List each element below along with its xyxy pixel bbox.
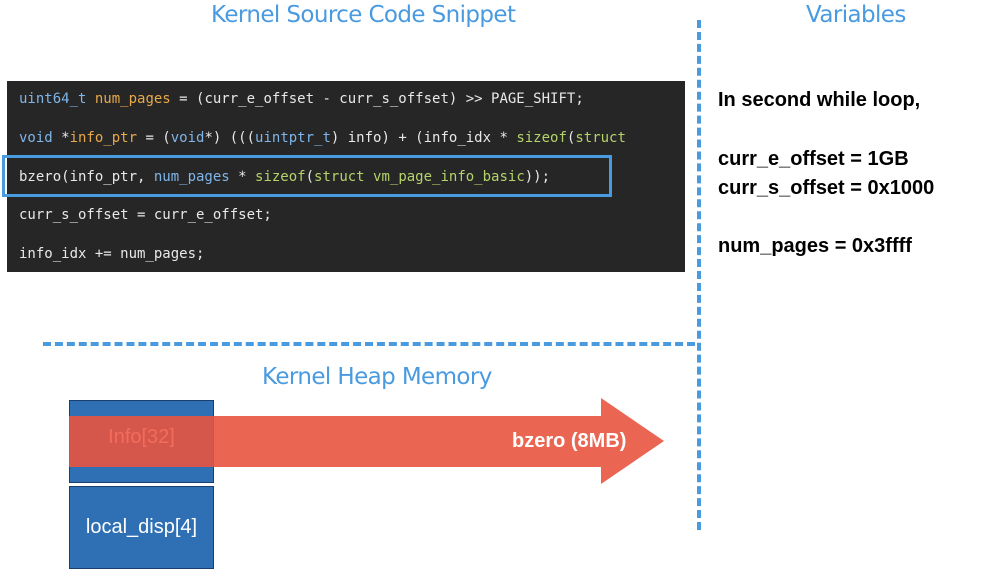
code-token: num_pages	[153, 169, 230, 185]
code-token: sizeof	[255, 169, 306, 185]
code-token: struct	[575, 130, 626, 146]
variable-curr-s-offset: curr_s_offset = 0x1000	[718, 177, 935, 199]
code-line: void *info_ptr = (void*) (((uintptr_t) i…	[19, 129, 626, 147]
code-token: sizeof	[516, 130, 567, 146]
code-token: *	[52, 130, 70, 146]
local-disp-memory-block: local_disp[4]	[69, 486, 214, 569]
code-token: (	[566, 130, 576, 146]
vertical-divider	[697, 20, 701, 530]
code-section-title: Kernel Source Code Snippet	[211, 2, 516, 28]
code-line: info_idx += num_pages;	[19, 245, 204, 263]
code-token: (	[305, 169, 315, 185]
code-token: struct vm_page_info_basic	[314, 169, 525, 185]
code-token: num_pages	[94, 91, 171, 107]
code-token: ) info) + (info_idx *	[330, 130, 517, 146]
code-token: curr_s_offset = curr_e_offset;	[19, 207, 272, 223]
code-token: bzero(info_ptr,	[19, 169, 154, 185]
info-label: Info[32]	[108, 426, 175, 448]
code-token: info_idx += num_pages;	[19, 246, 205, 262]
variable-num-pages: num_pages = 0x3ffff	[718, 235, 912, 257]
bzero-arrow-label: bzero (8MB)	[512, 430, 627, 452]
variable-curr-e-offset: curr_e_offset = 1GB	[718, 148, 909, 170]
code-token: *	[229, 169, 256, 185]
code-token: void	[19, 130, 53, 146]
code-line: uint64_t num_pages = (curr_e_offset - cu…	[19, 90, 584, 108]
variables-section-title: Variables	[806, 2, 906, 28]
code-snippet: uint64_t num_pages = (curr_e_offset - cu…	[7, 81, 685, 272]
highlighted-line-box	[2, 155, 612, 197]
horizontal-divider	[43, 342, 695, 346]
code-token: ));	[524, 169, 551, 185]
code-token: void	[170, 130, 205, 146]
bzero-arrow-shape	[69, 398, 664, 484]
local-disp-label: local_disp[4]	[85, 516, 198, 538]
variables-heading: In second while loop,	[718, 89, 921, 111]
code-token: uintptr_t	[255, 130, 331, 146]
code-line: curr_s_offset = curr_e_offset;	[19, 206, 272, 224]
code-token: uint64_t	[19, 91, 87, 107]
code-token: = (	[137, 130, 171, 146]
code-line: bzero(info_ptr, num_pages * sizeof(struc…	[19, 168, 550, 186]
code-token: *) (((	[204, 130, 256, 146]
heap-section-title: Kernel Heap Memory	[262, 364, 492, 390]
code-token: info_ptr	[69, 130, 138, 146]
code-token: = (curr_e_offset - curr_s_offset) >> PAG…	[170, 91, 584, 107]
